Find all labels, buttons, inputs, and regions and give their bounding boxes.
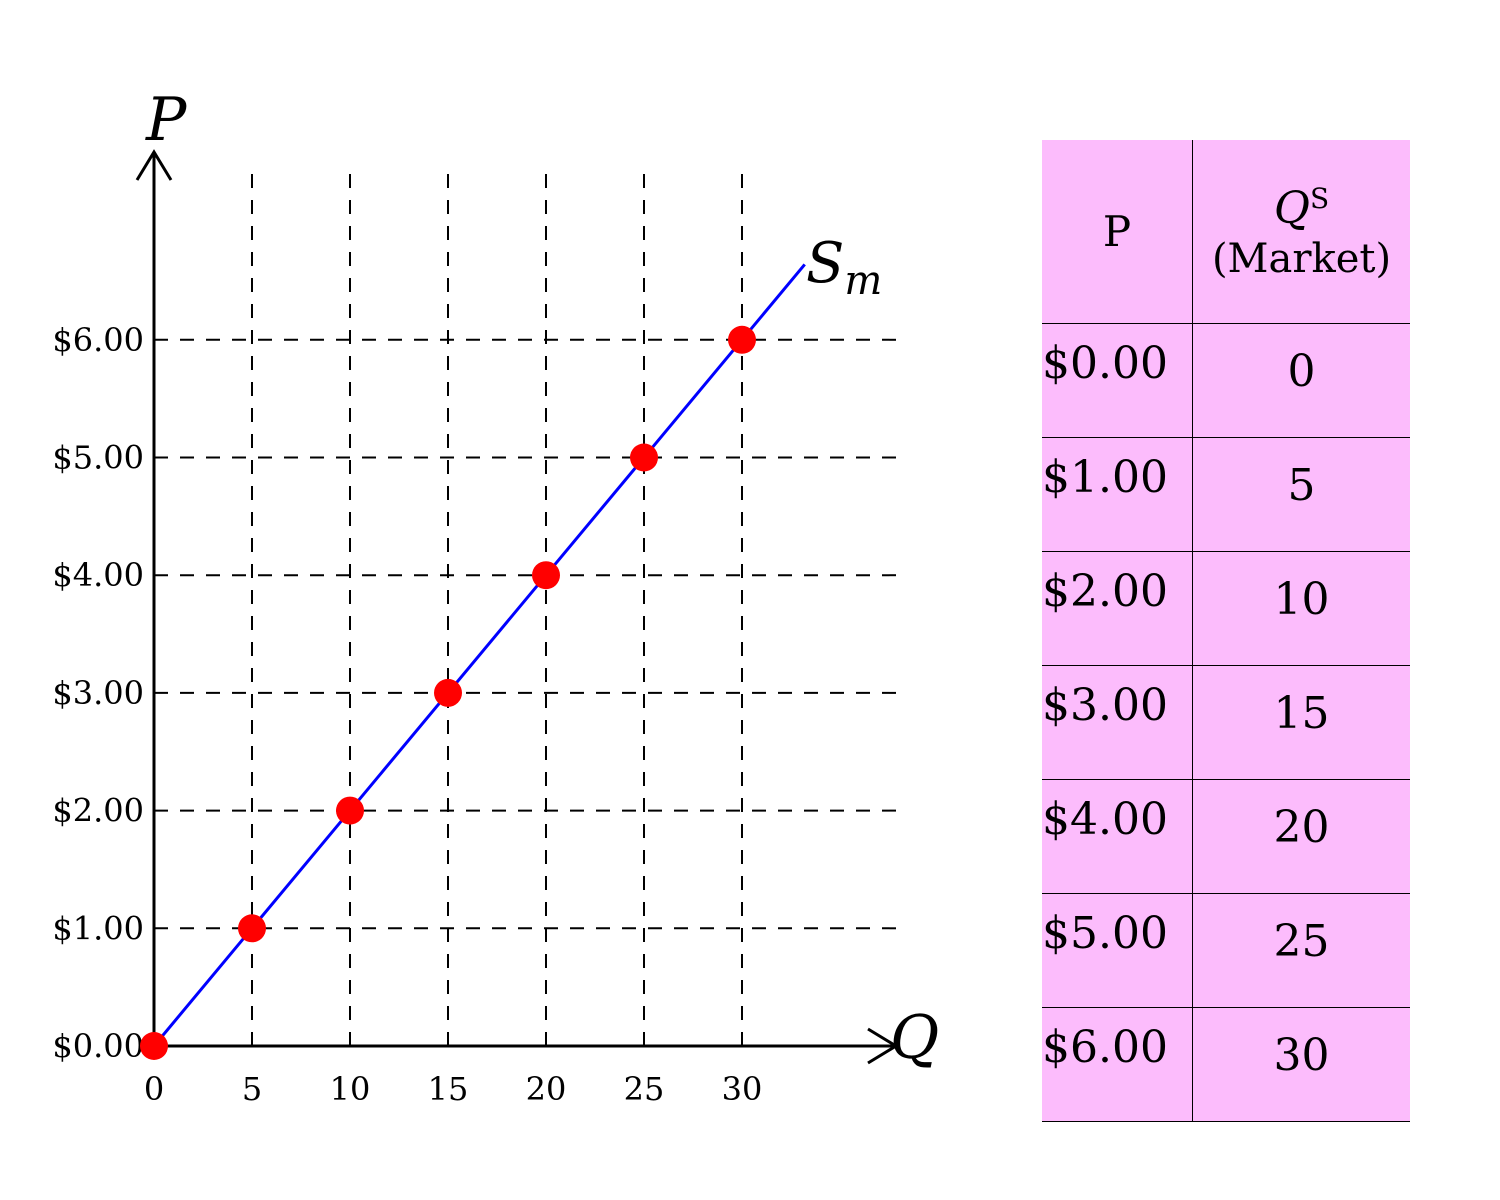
y-tick-label: $5.00 — [52, 439, 144, 477]
cell-quantity: 0 — [1192, 323, 1410, 438]
cell-quantity: 5 — [1192, 437, 1410, 552]
grid-lines — [154, 165, 896, 1046]
cell-price: $0.00 — [1042, 323, 1193, 438]
supply-curve-line — [152, 263, 806, 1047]
data-point — [728, 325, 756, 354]
data-point — [336, 796, 364, 825]
supply-series — [140, 263, 806, 1060]
x-tick-label: 10 — [330, 1070, 371, 1108]
cell-quantity: 25 — [1192, 893, 1410, 1008]
x-tick-label: 0 — [144, 1070, 164, 1108]
x-axis-label: Q — [890, 1003, 939, 1073]
cell-price: $1.00 — [1042, 437, 1193, 552]
x-tick-label: 25 — [624, 1070, 665, 1108]
y-tick-label: $0.00 — [52, 1027, 144, 1065]
cell-price: $3.00 — [1042, 665, 1193, 780]
cell-price: $4.00 — [1042, 779, 1193, 894]
header-quantity-supplied: QS (Market) — [1192, 140, 1410, 324]
cell-quantity: 10 — [1192, 551, 1410, 666]
x-tick-label: 5 — [242, 1070, 262, 1108]
cell-quantity: 20 — [1192, 779, 1410, 894]
data-point — [434, 678, 462, 707]
supply-curve-label: Sm — [806, 231, 882, 304]
header-q-symbol: Q — [1273, 182, 1310, 234]
y-axis-label: P — [145, 85, 188, 155]
y-tick-label: $2.00 — [52, 792, 144, 830]
y-tick-label: $6.00 — [52, 321, 144, 359]
table-header-row: P QS (Market) — [1042, 140, 1410, 324]
axes: P Q — [135, 85, 939, 1073]
data-point — [532, 561, 560, 590]
tick-labels: 0 5 10 15 20 25 30 $0.00 $1.00 $2.00 $3.00 $4.00 $5.… — [52, 321, 762, 1108]
y-axis-arrowhead — [135, 149, 173, 181]
header-price: P — [1042, 140, 1193, 324]
x-axis-arrowhead — [867, 1027, 899, 1065]
cell-quantity: 15 — [1192, 665, 1410, 780]
cell-quantity: 30 — [1192, 1007, 1410, 1122]
supply-curve-label-main: S — [806, 231, 844, 296]
data-point — [630, 443, 658, 472]
header-q-superscript: S — [1309, 181, 1330, 215]
y-tick-label: $4.00 — [52, 556, 144, 594]
cell-price: $6.00 — [1042, 1007, 1193, 1122]
header-q-market: (Market) — [1211, 235, 1392, 282]
x-tick-label: 15 — [428, 1070, 469, 1108]
y-tick-label: $3.00 — [52, 674, 144, 712]
data-point — [238, 914, 266, 943]
supply-curve-label-subscript: m — [844, 258, 882, 304]
cell-price: $2.00 — [1042, 551, 1193, 666]
cell-price: $5.00 — [1042, 893, 1193, 1008]
data-point — [140, 1032, 168, 1060]
x-tick-label: 30 — [722, 1070, 763, 1108]
x-tick-label: 20 — [526, 1070, 567, 1108]
y-tick-label: $1.00 — [52, 909, 144, 947]
supply-chart: P Q 0 5 10 15 20 25 30 $0.00 $1.00 $2.00 $3.00 $4.0… — [52, 85, 939, 1108]
